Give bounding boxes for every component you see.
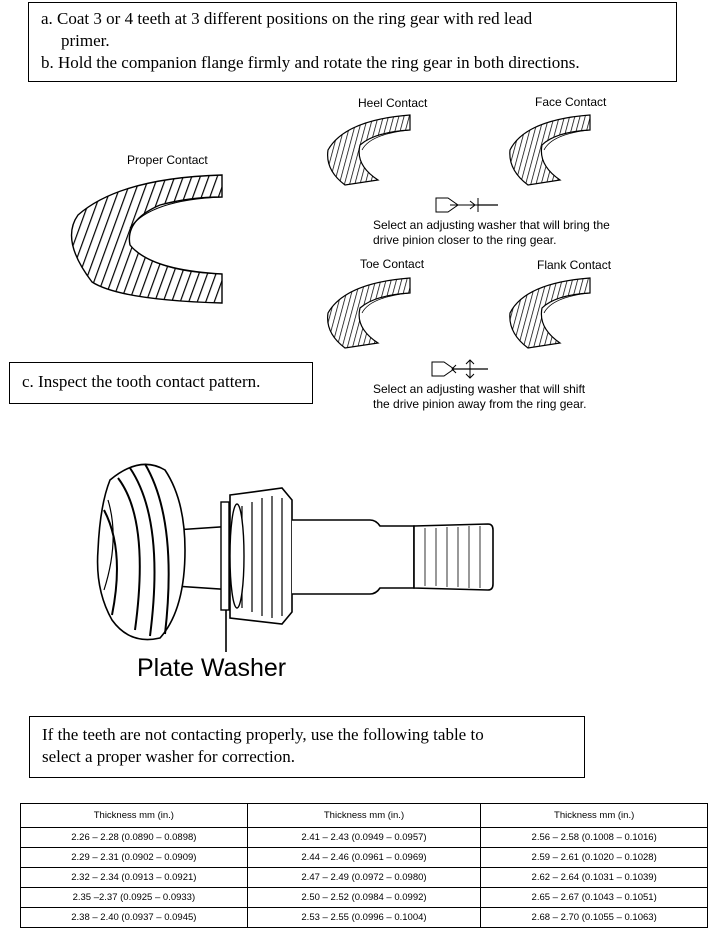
heel-contact-label: Heel Contact: [358, 96, 428, 110]
table-cell: 2.41 – 2.43 (0.0949 – 0.0957): [246, 827, 482, 848]
heel-contact-gear: [327, 114, 411, 186]
pinion-gear-head-illustration: [96, 463, 186, 641]
toe-contact-gear: [327, 277, 411, 349]
table-row: 2.29 – 2.31 (0.0902 – 0.0909) 2.44 – 2.4…: [20, 847, 708, 868]
table-header-row: Thickness mm (in.) Thickness mm (in.) Th…: [20, 803, 708, 828]
correction-note-line1: If the teeth are not contacting properly…: [42, 725, 484, 744]
step-a-line2: primer.: [61, 31, 110, 50]
header-thickness-col1: Thickness mm (in.): [20, 803, 248, 828]
table-row: 2.26 – 2.28 (0.0890 – 0.0898) 2.41 – 2.4…: [20, 827, 708, 848]
flank-contact-label: Flank Contact: [537, 258, 612, 272]
pinion-away-arrow-icon: [431, 359, 488, 379]
correction-note-line2: select a proper washer for correction.: [42, 747, 295, 766]
step-c-box: c. Inspect the tooth contact pattern.: [9, 362, 313, 404]
table-cell: 2.44 – 2.46 (0.0961 – 0.0969): [246, 847, 482, 868]
table-cell: 2.47 – 2.49 (0.0972 – 0.0980): [246, 867, 482, 888]
plate-washer-label: Plate Washer: [137, 654, 287, 682]
table-row: 2.32 – 2.34 (0.0913 – 0.0921) 2.47 – 2.4…: [20, 867, 708, 888]
table-cell: 2.62 – 2.64 (0.1031 – 0.1039): [480, 867, 708, 888]
table-row: 2.38 – 2.40 (0.0937 – 0.0945) 2.53 – 2.5…: [20, 907, 708, 928]
note-closer-line2: drive pinion closer to the ring gear.: [373, 233, 557, 247]
flank-contact-gear: [509, 277, 591, 349]
note-closer-line1: Select an adjusting washer that will bri…: [373, 218, 610, 232]
instructions-box: a. Coat 3 or 4 teeth at 3 different posi…: [28, 2, 677, 82]
bearing-illustration: [229, 487, 293, 625]
washer-thickness-table: Thickness mm (in.) Thickness mm (in.) Th…: [20, 803, 708, 928]
toe-contact-label: Toe Contact: [360, 257, 425, 271]
table-row: 2.35 –2.37 (0.0925 – 0.0933) 2.50 – 2.52…: [20, 887, 708, 908]
table-cell: 2.65 – 2.67 (0.1043 – 0.1051): [480, 887, 708, 908]
face-contact-gear: [509, 114, 591, 186]
splined-end-illustration: [413, 523, 494, 591]
note-away-line1: Select an adjusting washer that will shi…: [373, 382, 586, 396]
contact-pattern-diagrams: [70, 114, 591, 379]
drive-pinion-diagram: [96, 463, 494, 652]
correction-note-box: If the teeth are not contacting properly…: [29, 716, 585, 778]
step-a-line1: a. Coat 3 or 4 teeth at 3 different posi…: [41, 9, 533, 28]
proper-contact-label: Proper Contact: [127, 153, 208, 167]
header-thickness-col3: Thickness mm (in.): [480, 803, 708, 828]
note-pinion-away: Select an adjusting washer that will shi…: [373, 382, 586, 412]
proper-contact-gear: [70, 174, 223, 304]
table-cell: 2.35 –2.37 (0.0925 – 0.0933): [20, 887, 248, 908]
table-cell: 2.38 – 2.40 (0.0937 – 0.0945): [20, 907, 248, 928]
note-pinion-closer: Select an adjusting washer that will bri…: [373, 218, 610, 248]
table-cell: 2.53 – 2.55 (0.0996 – 0.1004): [246, 907, 482, 928]
plate-washer-illustration: [220, 501, 230, 611]
table-cell: 2.56 – 2.58 (0.1008 – 0.1016): [480, 827, 708, 848]
table-cell: 2.68 – 2.70 (0.1055 – 0.1063): [480, 907, 708, 928]
table-cell: 2.50 – 2.52 (0.0984 – 0.0992): [246, 887, 482, 908]
step-b: b. Hold the companion flange firmly and …: [41, 53, 580, 72]
face-contact-label: Face Contact: [535, 95, 607, 109]
step-c: c. Inspect the tooth contact pattern.: [22, 372, 261, 391]
pinion-closer-arrow-icon: [435, 197, 498, 213]
table-cell: 2.29 – 2.31 (0.0902 – 0.0909): [20, 847, 248, 868]
table-cell: 2.32 – 2.34 (0.0913 – 0.0921): [20, 867, 248, 888]
header-thickness-col2: Thickness mm (in.): [246, 803, 482, 828]
table-cell: 2.59 – 2.61 (0.1020 – 0.1028): [480, 847, 708, 868]
table-cell: 2.26 – 2.28 (0.0890 – 0.0898): [20, 827, 248, 848]
note-away-line2: the drive pinion away from the ring gear…: [373, 397, 587, 411]
